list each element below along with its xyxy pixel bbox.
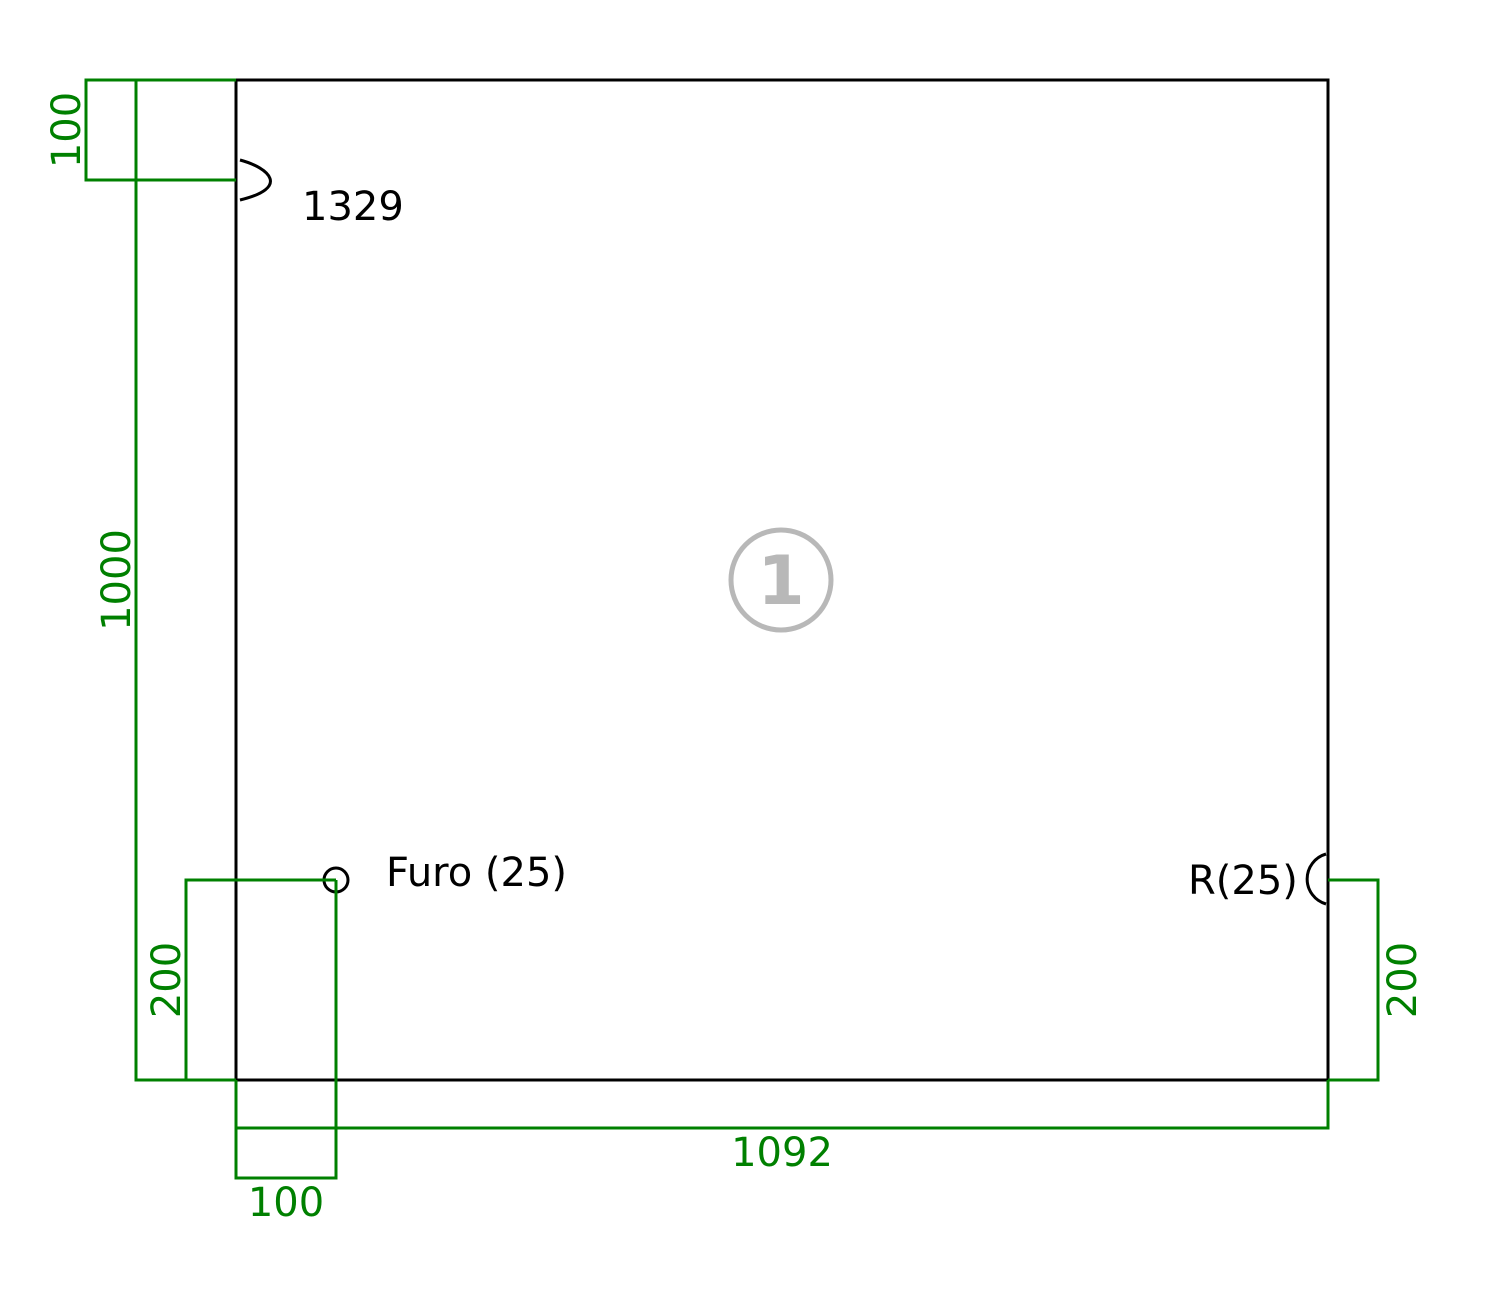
dimension-width: 1092 xyxy=(234,1080,1330,1176)
dimension-radius-y: 200 xyxy=(1328,878,1426,1082)
notch-label: 1329 xyxy=(302,184,404,230)
part-number-badge: 1 xyxy=(728,527,834,633)
notch-shape xyxy=(239,158,272,202)
dimension-hole-x-label: 100 xyxy=(248,1180,324,1226)
radius-label: R(25) xyxy=(1188,858,1298,904)
dimension-radius-y-label: 200 xyxy=(1380,942,1426,1018)
part-outline xyxy=(234,78,1330,1082)
badge-number: 1 xyxy=(757,542,804,621)
hole-label: Furo (25) xyxy=(386,850,567,896)
dimension-hole-y-label: 200 xyxy=(144,942,190,1018)
dimension-height: 1000 xyxy=(94,78,236,1082)
dimension-hole-x: 100 xyxy=(234,880,338,1226)
dimension-top-offset: 100 xyxy=(44,78,236,182)
radius-notch-shape xyxy=(1305,852,1327,906)
dimension-width-label: 1092 xyxy=(731,1130,833,1176)
dimension-hole-y: 200 xyxy=(144,878,336,1082)
dimension-height-label: 1000 xyxy=(94,529,140,631)
badge-ring xyxy=(728,527,834,633)
dimension-top-offset-label: 100 xyxy=(44,92,90,168)
